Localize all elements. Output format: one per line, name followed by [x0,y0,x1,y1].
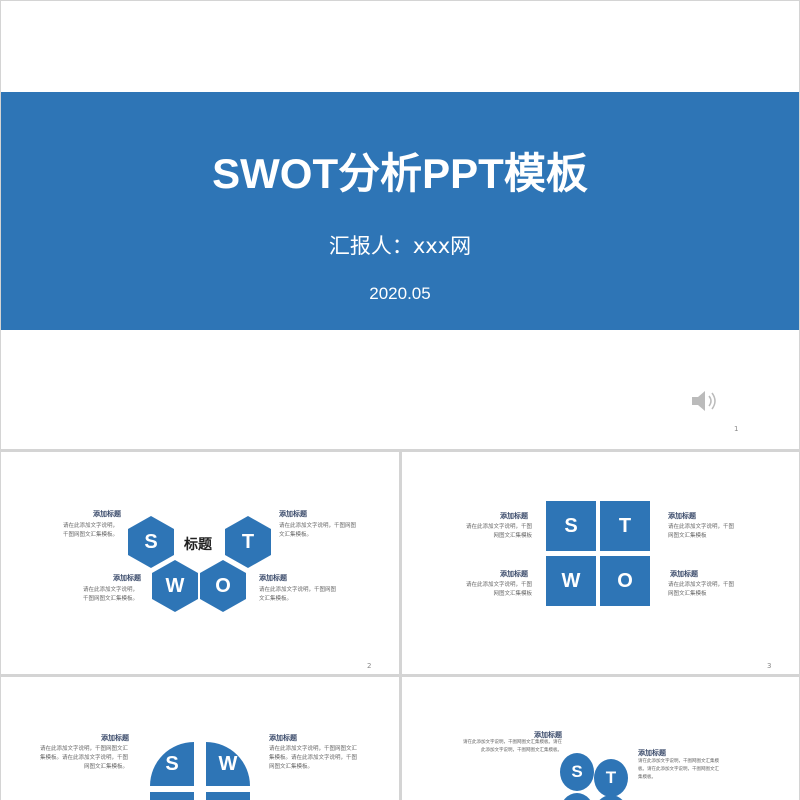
puzzle-w: W [546,556,596,606]
item-desc: 请在此添加文字说明，千图网图文汇集模板。请在此添加文字说明，千图网图文汇集模板。 [638,759,719,780]
item-desc: 请在此添加文字说明，千图网图文汇集模板。 [259,587,337,602]
item-desc: 请在此添加文字说明，千图网图文汇集模板。请在此添加文字说明，千图网图文汇集模板。 [39,746,128,770]
speaker-icon[interactable] [689,387,719,415]
slide-thumbnail-4[interactable]: 添加标题 请在此添加文字说明，千图网图文汇集模板。请在此添加文字说明，千图网图文… [1,677,399,800]
item-label: 添加标题 [279,510,307,518]
puzzle-o: O [600,556,650,606]
slide-thumbnail-5[interactable]: 添加标题 请在此添加文字说明，千图网图文汇集模板。请在此添加文字说明，千图网图文… [402,677,799,800]
item-desc: 请在此添加文字说明，千图网图文汇集模板。请在此添加文字说明，千图网图文汇集模板。 [463,740,562,753]
hex-t: T [225,516,271,568]
item-desc: 请在此添加文字说明，千图网图文汇集模板。请在此添加文字说明，千图网图文汇集模板。 [269,746,358,770]
item-label: 添加标题 [93,510,121,518]
quadrant-bottom-right [206,792,250,800]
item-label: 添加标题 [668,512,696,520]
item-label: 添加标题 [269,734,297,742]
slide-thumbnail-1[interactable]: SWOT分析PPT模板 汇报人：xxx网 2020.05 1 [1,1,799,449]
item-label: 添加标题 [500,512,528,520]
item-label: 添加标题 [534,731,562,739]
slide-thumbnail-2[interactable]: 添加标题 请在此添加文字说明，千图网图文汇集模板。 添加标题 请在此添加文字说明… [1,452,399,674]
item-desc: 请在此添加文字说明，千图网图文汇集模板 [465,582,532,597]
title-band: SWOT分析PPT模板 汇报人：xxx网 2020.05 [1,92,799,330]
puzzle-s: S [546,501,596,551]
item-desc: 请在此添加文字说明，千图网图文汇集模板。 [63,523,119,538]
hex-s: S [128,516,174,568]
reporter: 汇报人：xxx网 [328,234,472,258]
slide-title: SWOT分析PPT模板 [212,150,588,197]
quadrant-s: S [150,742,194,786]
item-label: 添加标题 [670,570,698,578]
date: 2020.05 [369,284,431,303]
circle-t: T [594,759,628,797]
slide-thumbnail-3[interactable]: 添加标题 请在此添加文字说明，千图网图文汇集模板 添加标题 请在此添加文字说明，… [402,452,799,674]
item-label: 添加标题 [113,574,141,582]
puzzle-t: T [600,501,650,551]
item-label: 添加标题 [500,570,528,578]
page-number: 1 [734,425,739,433]
page-number: 2 [367,662,372,670]
item-desc: 请在此添加文字说明，千图网图文汇集模板。 [83,587,139,602]
item-label: 添加标题 [259,574,287,582]
quadrant-w: W [206,742,250,786]
quadrant-bottom-left [150,792,194,800]
page-number: 3 [767,662,772,670]
item-desc: 请在此添加文字说明，千图网图文汇集模板 [668,524,735,539]
item-desc: 请在此添加文字说明，千图网图文汇集模板 [668,582,735,597]
hex-o: O [200,560,246,612]
hex-w: W [152,560,198,612]
circle-s: S [560,753,594,791]
item-desc: 请在此添加文字说明，千图网图文汇集模板 [465,524,532,539]
item-label: 添加标题 [638,749,666,757]
circle-o [594,795,628,800]
circle-w: W [560,793,594,800]
item-desc: 请在此添加文字说明，千图网图文汇集模板。 [279,523,357,538]
center-title: 标题 [184,537,212,553]
item-label: 添加标题 [101,734,129,742]
